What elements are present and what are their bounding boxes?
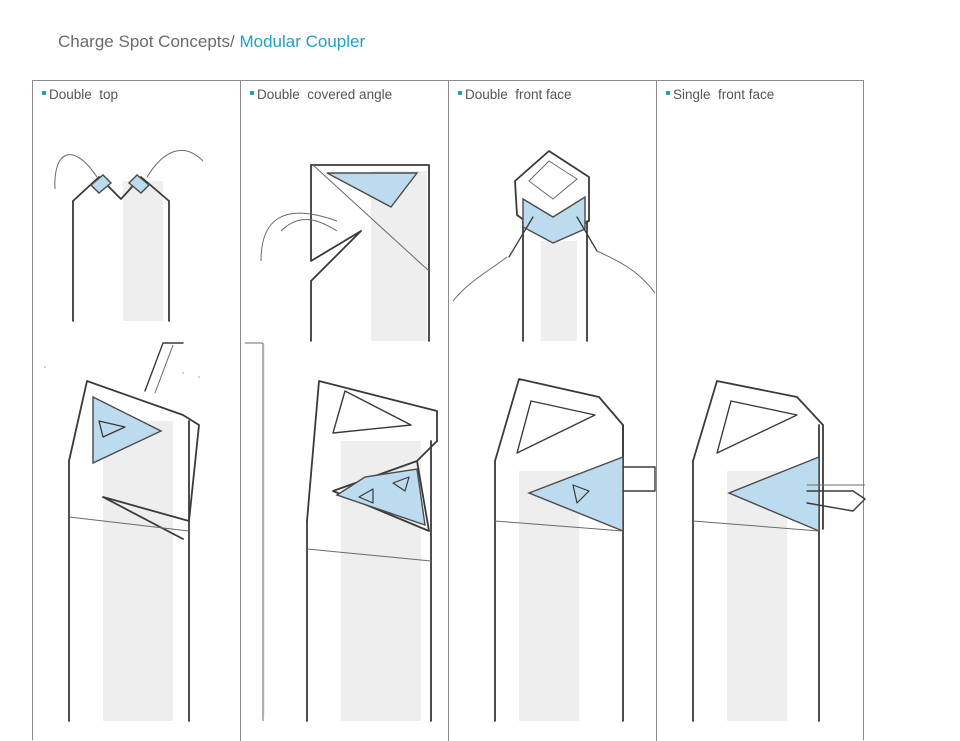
single-front-face-sketch [692,380,866,722]
double-top-sketch [44,150,204,722]
concept-panel-grid: Double top Double co [32,80,866,741]
double-front-face-sketch [452,150,656,722]
panel-label: Double top [42,87,118,102]
title-prefix: Charge Spot Concepts/ [58,32,240,51]
bullet-icon [458,91,462,96]
page-title: Charge Spot Concepts/ Modular Coupler [58,32,365,52]
bullet-icon [666,91,670,96]
bullet-icon [250,91,254,96]
double-covered-angle-sketch [245,164,438,722]
concept-panel-double-front-face: Double front face [449,81,657,741]
bullet-icon [42,91,46,96]
concept-panel-double-covered-angle: Double covered angle [241,81,449,741]
panel-label: Double covered angle [250,87,392,102]
panel-label: Single front face [666,87,774,102]
concept-panel-double-top: Double top [33,81,241,741]
title-accent: Modular Coupler [239,32,366,51]
concept-panel-single-front-face: Single front face [657,81,866,741]
panel-label: Double front face [458,87,572,102]
